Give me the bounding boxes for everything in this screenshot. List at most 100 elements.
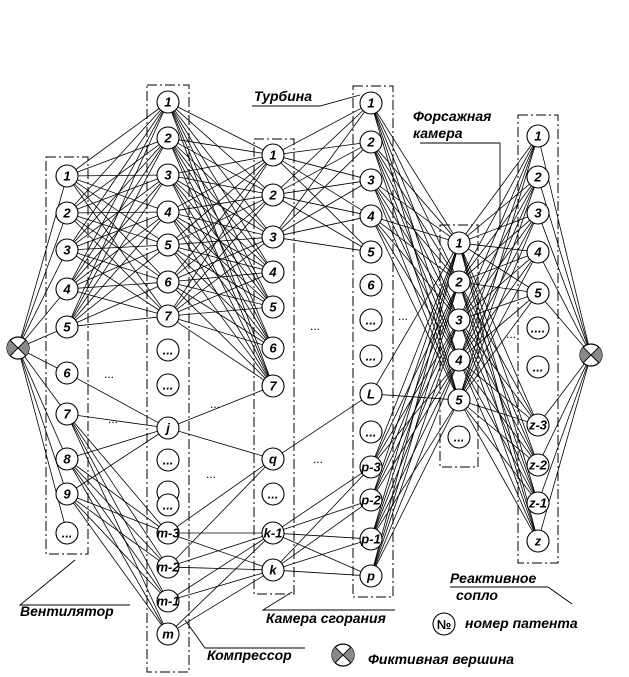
edge-compressor-turbine (178, 247, 263, 270)
compressor-node-circle (156, 163, 180, 187)
edge-nozzle-dummy (542, 364, 587, 456)
edge-afterburner-nozzle (463, 369, 534, 494)
edge-turbine-combustion (280, 110, 364, 188)
compressor-node-label: 5 (164, 238, 172, 253)
edge-compressor-turbine (178, 156, 263, 174)
edge-nozzle-dummy (541, 223, 588, 345)
edge-afterburner-nozzle (467, 406, 530, 459)
compressor-node-circle (156, 233, 180, 257)
nozzle-node: 2 (526, 165, 550, 189)
afterburner-node: 2 (447, 270, 471, 294)
edge-compressor-turbine (174, 110, 267, 229)
edge-fan-compressor (71, 147, 164, 318)
nozzle-node-circle (526, 453, 550, 477)
edge-afterburner-nozzle (465, 185, 532, 274)
edge-turbine-combustion (280, 149, 364, 230)
combustion-node-circle (359, 382, 383, 406)
edge-compressor-turbine (174, 253, 267, 378)
edge-fan-compressor (76, 377, 159, 424)
legend-patent-text: номер патента (465, 615, 578, 631)
compressor-label-leader (184, 619, 305, 649)
turbine-node-label: 2 (268, 188, 277, 203)
compressor-node-circle (156, 373, 180, 397)
afterburner-node: 1 (447, 231, 471, 255)
nozzle-node: 1 (526, 124, 550, 148)
edge-compressor-turbine (178, 536, 263, 564)
edge-turbine-combustion (282, 146, 362, 191)
compressor-node-label: m-2 (156, 560, 180, 575)
edge-compressor-turbine (178, 307, 263, 316)
combustion-node: 2 (359, 130, 383, 154)
fan-node-label: 7 (63, 407, 71, 422)
compressor-node: m-1 (156, 589, 180, 613)
nozzle-node: .... (526, 316, 550, 340)
compressor-node-label: ... (163, 378, 174, 393)
compressor-node-label: ... (163, 453, 174, 468)
edge-fan-compressor (74, 466, 161, 560)
afterburner-label-leader (420, 142, 501, 230)
compressor-node: 6 (156, 270, 180, 294)
edge-afterburner-nozzle (463, 291, 534, 456)
combustion-node-label: p (366, 569, 375, 584)
nozzle-node-circle (526, 201, 550, 225)
compressor-node: 7 (156, 304, 180, 328)
fan-node-label: 4 (62, 282, 71, 297)
compressor-node: m-3 (156, 521, 180, 545)
combustion-node-circle (359, 130, 383, 154)
edges-layer (20, 106, 589, 629)
edge-fan-compressor (76, 249, 159, 285)
edge-afterburner-nozzle (461, 146, 536, 390)
compressor-label: Компрессор (207, 647, 292, 663)
edge-compressor-turbine (178, 237, 263, 245)
edge-compressor-turbine (178, 196, 263, 211)
afterburner-node-label: 5 (455, 393, 463, 408)
edge-compressor-turbine (171, 111, 270, 339)
nozzle-label-leader (450, 586, 573, 605)
edge-compressor-turbine (177, 199, 264, 241)
edge-compressor-turbine (174, 203, 267, 308)
edge-compressor-turbine (178, 566, 263, 571)
turbine-node-circle (261, 447, 285, 471)
fan-label: Вентилятор (20, 603, 114, 619)
turbine-node-label: k-1 (264, 526, 283, 541)
fan-node-circle (55, 277, 79, 301)
edge-fan-compressor (75, 255, 160, 311)
edge-combustion-afterburner (376, 329, 454, 458)
compressor-node-circle (156, 622, 180, 646)
edge-combustion-afterburner (381, 218, 449, 241)
nozzle-label-line1: Реактивное (450, 570, 536, 586)
edge-afterburner-nozzle (463, 222, 534, 351)
turbine-node: 3 (261, 225, 285, 249)
turbine-node-label: ... (268, 487, 279, 502)
turbine-node-circle (261, 183, 285, 207)
turbine-node-label: 3 (269, 230, 277, 245)
gap-dots-comp-turb-2: ... (206, 467, 216, 481)
turbine-node-circle (261, 482, 285, 506)
turbine-node: 4 (261, 260, 285, 284)
fan-group-box (45, 156, 89, 555)
compressor-node: m-2 (156, 555, 180, 579)
compressor-node-circle (156, 270, 180, 294)
turbine-node: k-1 (261, 521, 285, 545)
edge-compressor-turbine (177, 240, 264, 279)
fan-node-circle (55, 521, 79, 545)
nozzle-node-label: 1 (534, 129, 541, 144)
turbine-node: k (261, 558, 285, 582)
edge-dummy-fan (22, 357, 63, 450)
edge-combustion-afterburner (377, 188, 453, 274)
edge-compressor-turbine (178, 214, 263, 235)
edge-compressor-turbine (174, 220, 267, 340)
edge-turbine-combustion (283, 570, 361, 576)
edge-compressor-turbine (175, 252, 266, 341)
combustion-node-circle (359, 527, 383, 551)
gap-dots-fan-comp-2: ... (108, 412, 118, 426)
combustion-node-label: 5 (367, 245, 375, 260)
gap-dots-turb-comb-1: ... (310, 319, 320, 333)
turbine-node: 1 (261, 143, 285, 167)
nozzle-node: 3 (526, 201, 550, 225)
edge-fan-compressor (72, 146, 163, 281)
afterburner-node-circle (447, 348, 471, 372)
compressor-node-circle (156, 416, 180, 440)
afterburner-node-circle (447, 270, 471, 294)
nozzle-node-circle (526, 124, 550, 148)
